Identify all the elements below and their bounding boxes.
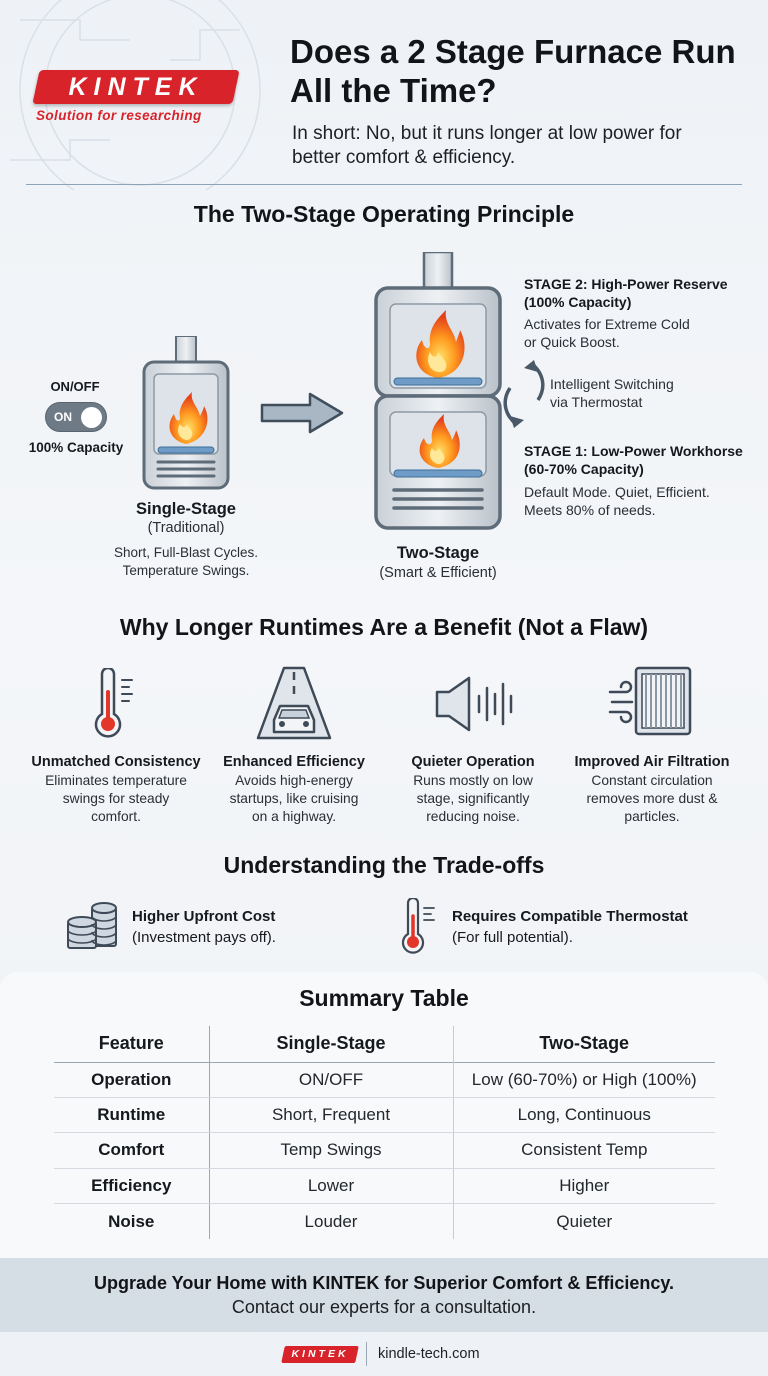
benefit-desc: particles. [624, 809, 680, 824]
table-row: Noise Louder Quieter [54, 1203, 715, 1239]
benefit-desc: on a highway. [251, 809, 337, 824]
footer-logo-text: KINTEK [291, 1348, 349, 1360]
single-stage-title: Single-Stage [136, 500, 236, 518]
tradeoff-title: Higher Upfront Cost [132, 908, 276, 925]
tradeoff-title: Requires Compatible Thermostat [452, 908, 688, 925]
stage1-body-1: Default Mode. Quiet, Efficient. [524, 484, 710, 500]
footer-url-link[interactable]: kindle-tech.com [378, 1346, 480, 1362]
table-cell: Quieter [556, 1211, 613, 1231]
table-cell: Consistent Temp [453, 1132, 715, 1169]
table-header-cell: Feature [54, 1026, 210, 1062]
table-row: Efficiency Lower Higher [54, 1168, 715, 1205]
onoff-toggle-icon: ON [45, 402, 107, 432]
table-cell: Temp Swings [209, 1132, 454, 1169]
benefit-desc: reducing noise. [426, 809, 520, 824]
benefit-title: Unmatched Consistency [31, 754, 201, 770]
benefit-quiet: Quieter Operation Runs mostly on low sta… [380, 752, 566, 826]
two-stage-furnace-icon [374, 252, 502, 530]
toggle-text: ON [54, 410, 72, 424]
table-cell: Short, Frequent [209, 1097, 454, 1134]
table-cell: Louder [209, 1203, 454, 1239]
stage1-body-2: Meets 80% of needs. [524, 502, 656, 518]
table-cell: Lower [209, 1168, 454, 1205]
onoff-label: ON/OFF [50, 379, 100, 394]
header-divider [26, 184, 742, 185]
page-title: Does a 2 Stage Furnace Run All the Time? [290, 33, 736, 109]
table-header-row: Feature Single-Stage Two-Stage [54, 1026, 715, 1062]
stage2-body-1: Activates for Extreme Cold [524, 316, 690, 332]
right-arrow-icon [260, 392, 344, 434]
table-row: Runtime Short, Frequent Long, Continuous [54, 1097, 715, 1134]
stage2-heading-1: STAGE 2: High-Power Reserve [524, 276, 728, 292]
air-filter-icon [608, 666, 692, 736]
benefit-desc: Constant circulation [591, 773, 713, 788]
tradeoff-cost: Higher Upfront Cost (Investment pays off… [132, 906, 362, 948]
stage2-heading-2: (100% Capacity) [524, 294, 632, 310]
single-stage-desc-2: Temperature Swings. [122, 563, 250, 578]
cta-line-1: Upgrade Your Home with KINTEK for Superi… [93, 1273, 675, 1293]
single-stage-desc-1: Short, Full-Blast Cycles. [113, 545, 259, 560]
speaker-icon [435, 676, 513, 732]
kintek-logo: KINTEK Solution for researching [32, 70, 240, 130]
summary-table: Feature Single-Stage Two-Stage Operation… [54, 1026, 715, 1239]
benefit-desc: startups, like cruising [229, 791, 359, 806]
tradeoffs-section-title: Understanding the Trade-offs [223, 852, 545, 878]
cta-banner: Upgrade Your Home with KINTEK for Superi… [0, 1258, 768, 1332]
footer-logo: KINTEK [281, 1346, 359, 1363]
cta-line-2: Contact our experts for a consultation. [231, 1297, 537, 1317]
table-cell: Operation [54, 1062, 210, 1098]
tradeoff-desc: (Investment pays off). [132, 929, 276, 946]
thermostat-thermometer-icon [401, 898, 435, 954]
table-cell: Noise [54, 1203, 210, 1239]
benefit-filtration: Improved Air Filtration Constant circula… [559, 752, 745, 826]
benefit-desc: removes more dust & [586, 791, 718, 806]
benefit-desc: stage, significantly [416, 791, 530, 806]
benefits-section-title: Why Longer Runtimes Are a Benefit (Not a… [119, 614, 649, 640]
switching-label-2: via Thermostat [550, 394, 643, 410]
benefit-desc: swings for steady [62, 791, 170, 806]
page-subtitle: In short: No, but it runs longer at low … [292, 123, 682, 168]
benefit-desc: Avoids high-energy [235, 773, 353, 788]
switching-label-1: Intelligent Switching [550, 376, 674, 392]
benefit-title: Improved Air Filtration [574, 754, 730, 770]
logo-text: KINTEK [68, 73, 204, 101]
benefit-title: Quieter Operation [411, 754, 535, 770]
single-stage-subtitle: (Traditional) [147, 520, 225, 536]
coins-icon [67, 902, 117, 949]
benefit-consistency: Unmatched Consistency Eliminates tempera… [23, 752, 209, 826]
table-header-cell: Two-Stage [539, 1033, 630, 1054]
table-row: Operation ON/OFF Low (60-70%) or High (1… [54, 1062, 715, 1098]
footer-divider [366, 1342, 367, 1366]
two-stage-title: Two-Stage [396, 544, 480, 562]
table-header-cell: Single-Stage [209, 1026, 454, 1062]
tradeoff-thermostat: Requires Compatible Thermostat (For full… [452, 906, 752, 948]
toggle-knob [81, 407, 102, 428]
table-cell: Comfort [54, 1132, 210, 1169]
principle-section-title: The Two-Stage Operating Principle [193, 201, 575, 227]
two-stage-subtitle: (Smart & Efficient) [379, 565, 497, 581]
table-cell: Long, Continuous [453, 1097, 715, 1134]
table-cell: ON/OFF [209, 1062, 454, 1098]
table-cell: Efficiency [54, 1168, 210, 1205]
stage1-heading-1: STAGE 1: Low-Power Workhorse [524, 443, 743, 459]
table-cell: Higher [453, 1168, 715, 1205]
single-stage-capacity: 100% Capacity [28, 440, 124, 455]
thermometer-icon [94, 668, 133, 738]
highway-car-icon [256, 666, 332, 740]
tradeoff-desc: (For full potential). [452, 929, 573, 946]
table-cell: Low (60-70%) or High (100%) [453, 1062, 715, 1098]
single-stage-furnace-icon [142, 336, 230, 490]
benefit-title: Enhanced Efficiency [223, 754, 365, 770]
benefit-desc: comfort. [91, 809, 141, 824]
benefit-desc: Runs mostly on low [413, 773, 533, 788]
table-row: Comfort Temp Swings Consistent Temp [54, 1132, 715, 1169]
summary-title: Summary Table [299, 985, 469, 1011]
table-cell: Runtime [54, 1097, 210, 1134]
stage1-heading-2: (60-70% Capacity) [524, 461, 644, 477]
benefit-efficiency: Enhanced Efficiency Avoids high-energy s… [201, 752, 387, 826]
logo-tagline: Solution for researching [36, 108, 202, 123]
benefit-desc: Eliminates temperature [45, 773, 187, 788]
stage2-body-2: or Quick Boost. [524, 334, 620, 350]
switching-arrows-icon [503, 360, 545, 428]
